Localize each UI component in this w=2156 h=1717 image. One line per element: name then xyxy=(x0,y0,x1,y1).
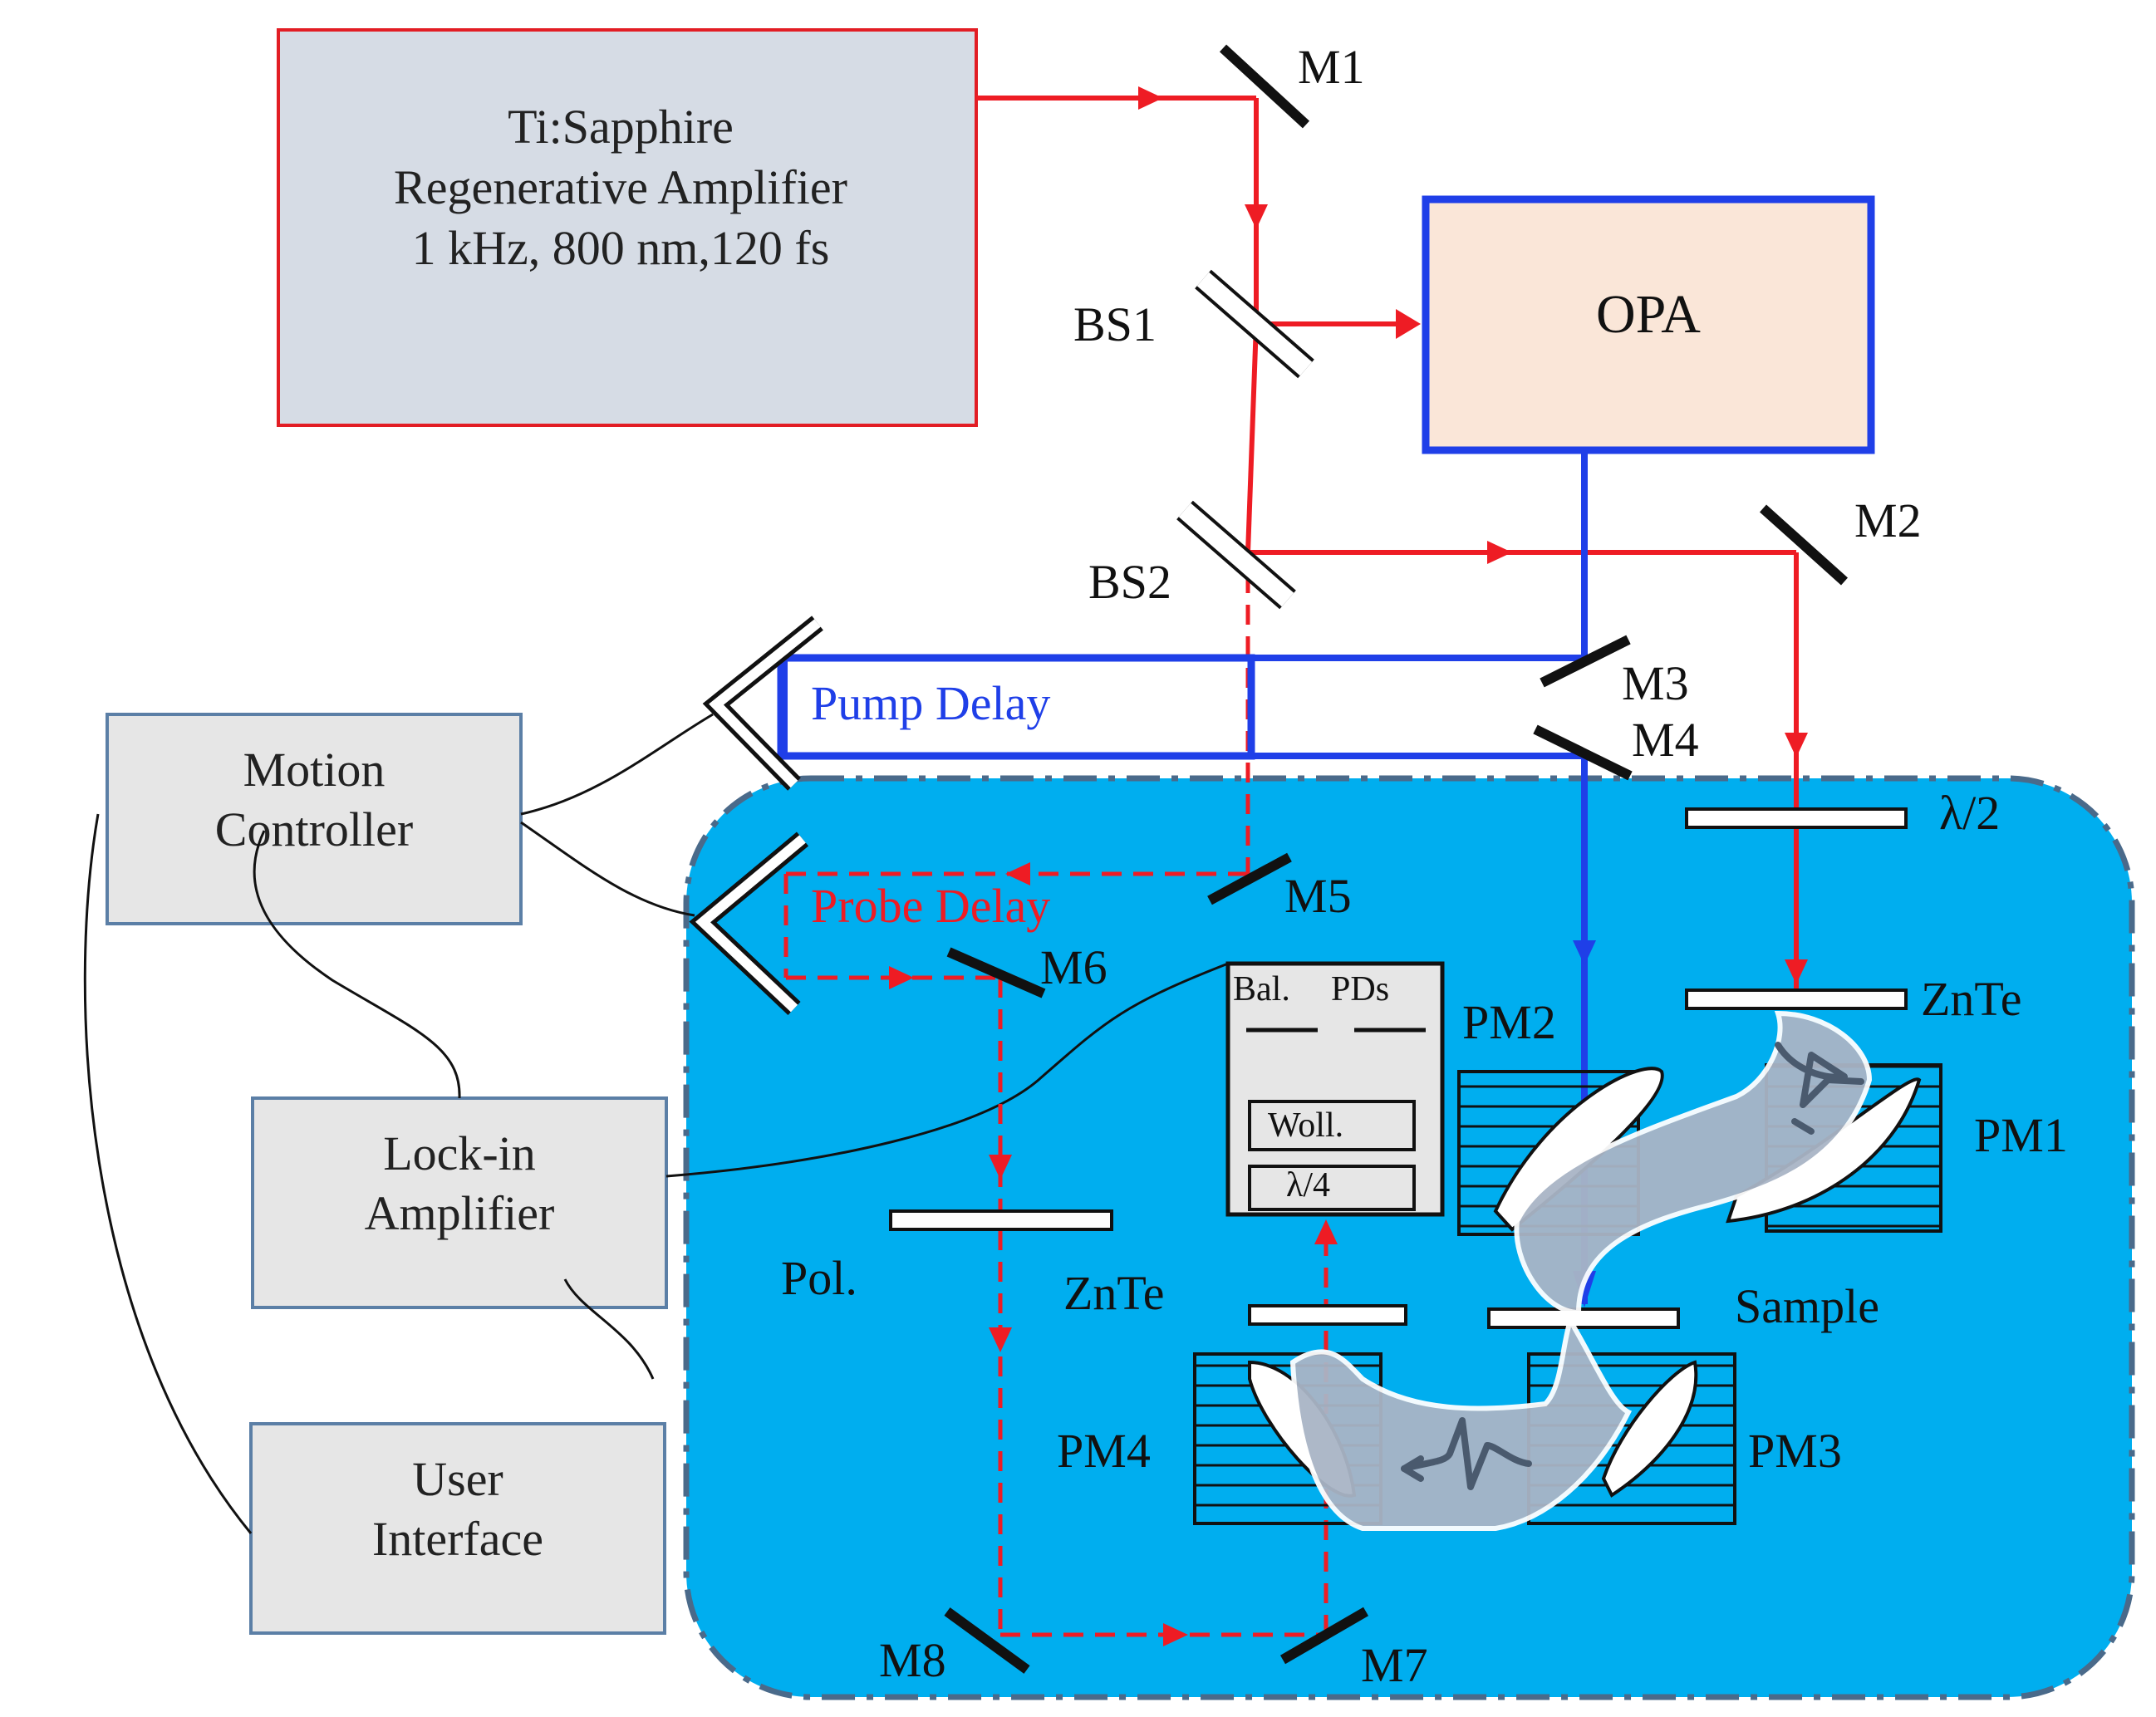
probe-beam-arrows xyxy=(889,862,1338,1646)
mirror-m3 xyxy=(1540,635,1631,688)
beam-splitter-bs1 xyxy=(1195,269,1314,379)
pump-delay-label: Pump Delay xyxy=(811,676,1050,730)
lockin-line-2: Amplifier xyxy=(365,1186,555,1240)
laser-beam-arrows xyxy=(1138,86,1808,984)
pump-retroreflector xyxy=(702,616,823,791)
opa-box: OPA xyxy=(1422,195,1875,454)
opa-label: OPA xyxy=(1596,284,1701,345)
mirror-m1 xyxy=(1219,44,1310,129)
pump-delay-box xyxy=(777,654,1255,760)
wollaston-label: Woll. xyxy=(1268,1106,1343,1145)
label-bs1: BS1 xyxy=(1073,297,1157,351)
sample-plate xyxy=(1487,1307,1680,1329)
label-m2: M2 xyxy=(1854,493,1922,547)
label-m5: M5 xyxy=(1284,869,1352,923)
label-pm2: PM2 xyxy=(1462,995,1556,1049)
mirror-m5 xyxy=(1207,852,1292,905)
label-pm4: PM4 xyxy=(1057,1424,1151,1478)
znte-emitter-plate xyxy=(1685,989,1908,1010)
label-m6: M6 xyxy=(1040,940,1107,994)
laser-line-3: 1 kHz, 800 nm,120 fs xyxy=(412,221,830,275)
mirror-m2 xyxy=(1759,504,1849,586)
quarter-wave-label: λ/4 xyxy=(1286,1166,1330,1204)
mirror-m7 xyxy=(1279,1607,1369,1665)
laser-line-1: Ti:Sapphire xyxy=(508,100,734,154)
label-znte-top: ZnTe xyxy=(1921,972,2022,1026)
motion-controller-box: Motion Controller xyxy=(106,713,523,925)
ui-line-2: Interface xyxy=(372,1512,543,1566)
optical-plates xyxy=(889,807,1908,1329)
label-polarizer: Pol. xyxy=(781,1251,857,1305)
probe-retroreflector xyxy=(689,832,809,1015)
laser-source-box: Ti:Sapphire Regenerative Amplifier 1 kHz… xyxy=(277,28,978,427)
label-bs2: BS2 xyxy=(1088,555,1171,609)
probe-delay-label: Probe Delay xyxy=(811,879,1050,933)
lockin-line-1: Lock-in xyxy=(383,1126,536,1180)
cables xyxy=(83,713,1229,1534)
mirror-m8 xyxy=(944,1607,1030,1674)
label-m1: M1 xyxy=(1298,40,1365,94)
label-pm3: PM3 xyxy=(1748,1424,1842,1478)
component-labels: M1 BS1 M2 BS2 M3 M4 M5 M6 M7 M8 Pump Del… xyxy=(781,40,2068,1692)
thz-waveforms xyxy=(1401,1042,1864,1490)
label-m8: M8 xyxy=(879,1633,946,1687)
znte-detector-plate xyxy=(1248,1304,1407,1326)
laser-line-2: Regenerative Amplifier xyxy=(394,160,847,214)
label-m4: M4 xyxy=(1632,713,1699,767)
label-half-wave: λ/2 xyxy=(1939,786,2000,840)
motion-line-2: Controller xyxy=(215,802,413,856)
ui-line-1: User xyxy=(412,1452,503,1506)
user-interface-box: User Interface xyxy=(249,1422,666,1635)
label-pm1: PM1 xyxy=(1974,1108,2068,1162)
lockin-amplifier-box: Lock-in Amplifier xyxy=(251,1096,668,1309)
bal-label: Bal. xyxy=(1233,970,1290,1008)
label-m3: M3 xyxy=(1622,656,1689,710)
label-znte-bottom: ZnTe xyxy=(1063,1266,1165,1320)
motion-line-1: Motion xyxy=(243,743,386,797)
balanced-detector-box: Bal. PDs Woll. λ/4 xyxy=(1225,961,1445,1217)
polarizer-plate xyxy=(889,1209,1113,1231)
label-m7: M7 xyxy=(1361,1638,1428,1692)
beam-splitter-bs2 xyxy=(1176,500,1296,610)
half-wave-plate xyxy=(1685,807,1908,829)
mirror-m4 xyxy=(1533,724,1633,781)
mirrors xyxy=(944,44,1849,1674)
label-sample: Sample xyxy=(1735,1279,1879,1333)
mirror-m6 xyxy=(946,947,1046,998)
pds-label: PDs xyxy=(1331,970,1389,1008)
